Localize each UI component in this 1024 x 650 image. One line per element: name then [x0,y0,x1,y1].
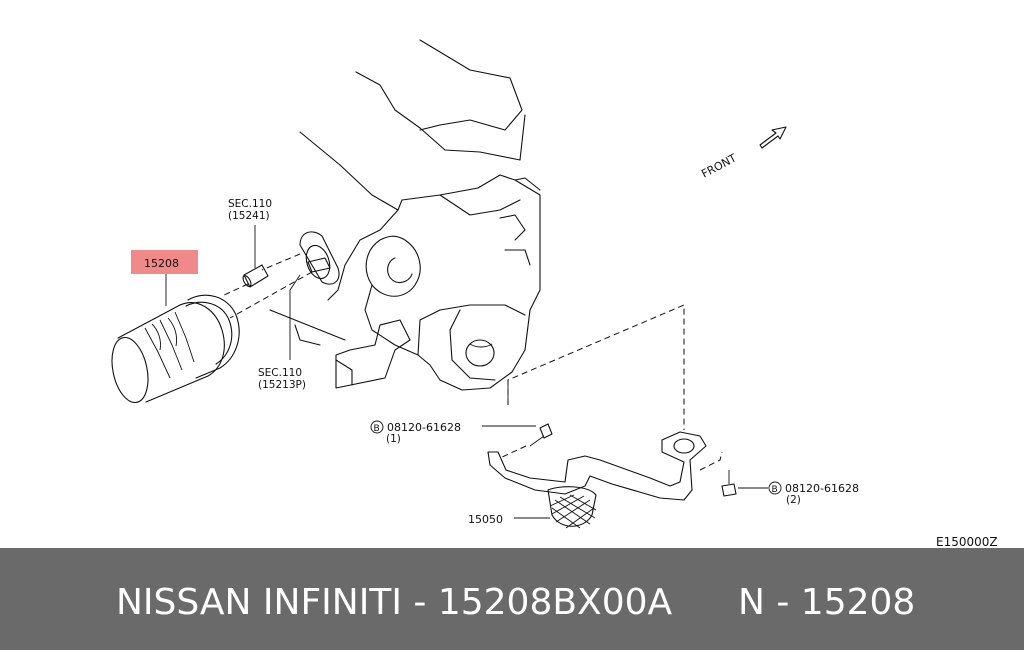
filter-mount [221,225,340,360]
bolt-top-symbol: B [374,424,380,434]
front-label: FRONT [699,151,739,180]
oil-filter [111,274,240,404]
sec-lower-line1: SEC.110 [258,367,302,379]
bolt-right-qty: (2) [786,494,801,506]
footer-bar: NISSAN INFINITI - 15208BX00A N - 15208 [0,548,1024,650]
parts-diagram: FRONT 15208 SEC.110 (15241) SEC.110 (152… [111,39,998,548]
oil-strainer [482,304,768,529]
sec-lower-line2: (15213P) [258,379,306,391]
sec-upper-line1: SEC.110 [228,198,272,210]
bolt-top-callout: B 08120-61628 (1) [370,420,461,445]
figure-code: E150000Z [936,535,998,548]
sec-upper-line2: (15241) [228,210,270,222]
part-15208-label[interactable]: 15208 [144,257,179,270]
diagram-canvas: FRONT 15208 SEC.110 (15241) SEC.110 (152… [111,39,998,548]
bolt-right-symbol: B [772,485,778,495]
footer-short-code: N - 15208 [738,582,916,623]
engine-block [269,39,541,391]
footer-part-number: NISSAN INFINITI - 15208BX00A [116,582,673,623]
part-15050-label[interactable]: 15050 [468,513,503,526]
part-15208-highlight [131,250,198,274]
bolt-right-code: 08120-61628 [785,482,859,495]
bolt-top-qty: (1) [386,433,401,445]
bolt-top-code: 08120-61628 [387,421,461,434]
bolt-right-callout: B 08120-61628 (2) [768,481,859,506]
front-arrow: FRONT [699,126,787,181]
